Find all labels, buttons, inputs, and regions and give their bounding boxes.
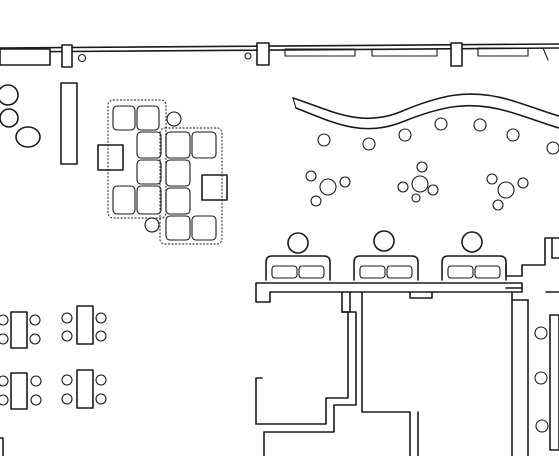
dining-table <box>61 369 107 409</box>
dining-table <box>0 311 41 349</box>
sectional-sofa <box>107 99 223 245</box>
column <box>450 42 463 67</box>
dining-table <box>0 372 42 410</box>
vertical-bench <box>60 82 78 165</box>
booth-row <box>265 230 507 281</box>
service-core-walls <box>255 237 559 456</box>
lounge-stools <box>0 84 41 148</box>
wavy-counter <box>292 93 559 130</box>
window-panel <box>371 48 438 57</box>
side-table <box>97 144 124 171</box>
exterior-wall-top <box>0 42 559 68</box>
column <box>256 42 270 66</box>
right-wall-fixture <box>534 314 559 451</box>
wall-stub <box>0 437 4 456</box>
bar-stools <box>317 117 559 155</box>
column-light <box>77 53 87 63</box>
window-panel <box>284 48 356 57</box>
cocktail-cluster <box>305 170 351 207</box>
side-table <box>201 174 228 201</box>
cocktail-cluster <box>397 161 439 203</box>
column-light <box>244 52 252 60</box>
dining-table <box>61 305 107 345</box>
cocktail-cluster <box>486 173 529 211</box>
window-panel <box>477 47 529 57</box>
column <box>61 44 73 68</box>
